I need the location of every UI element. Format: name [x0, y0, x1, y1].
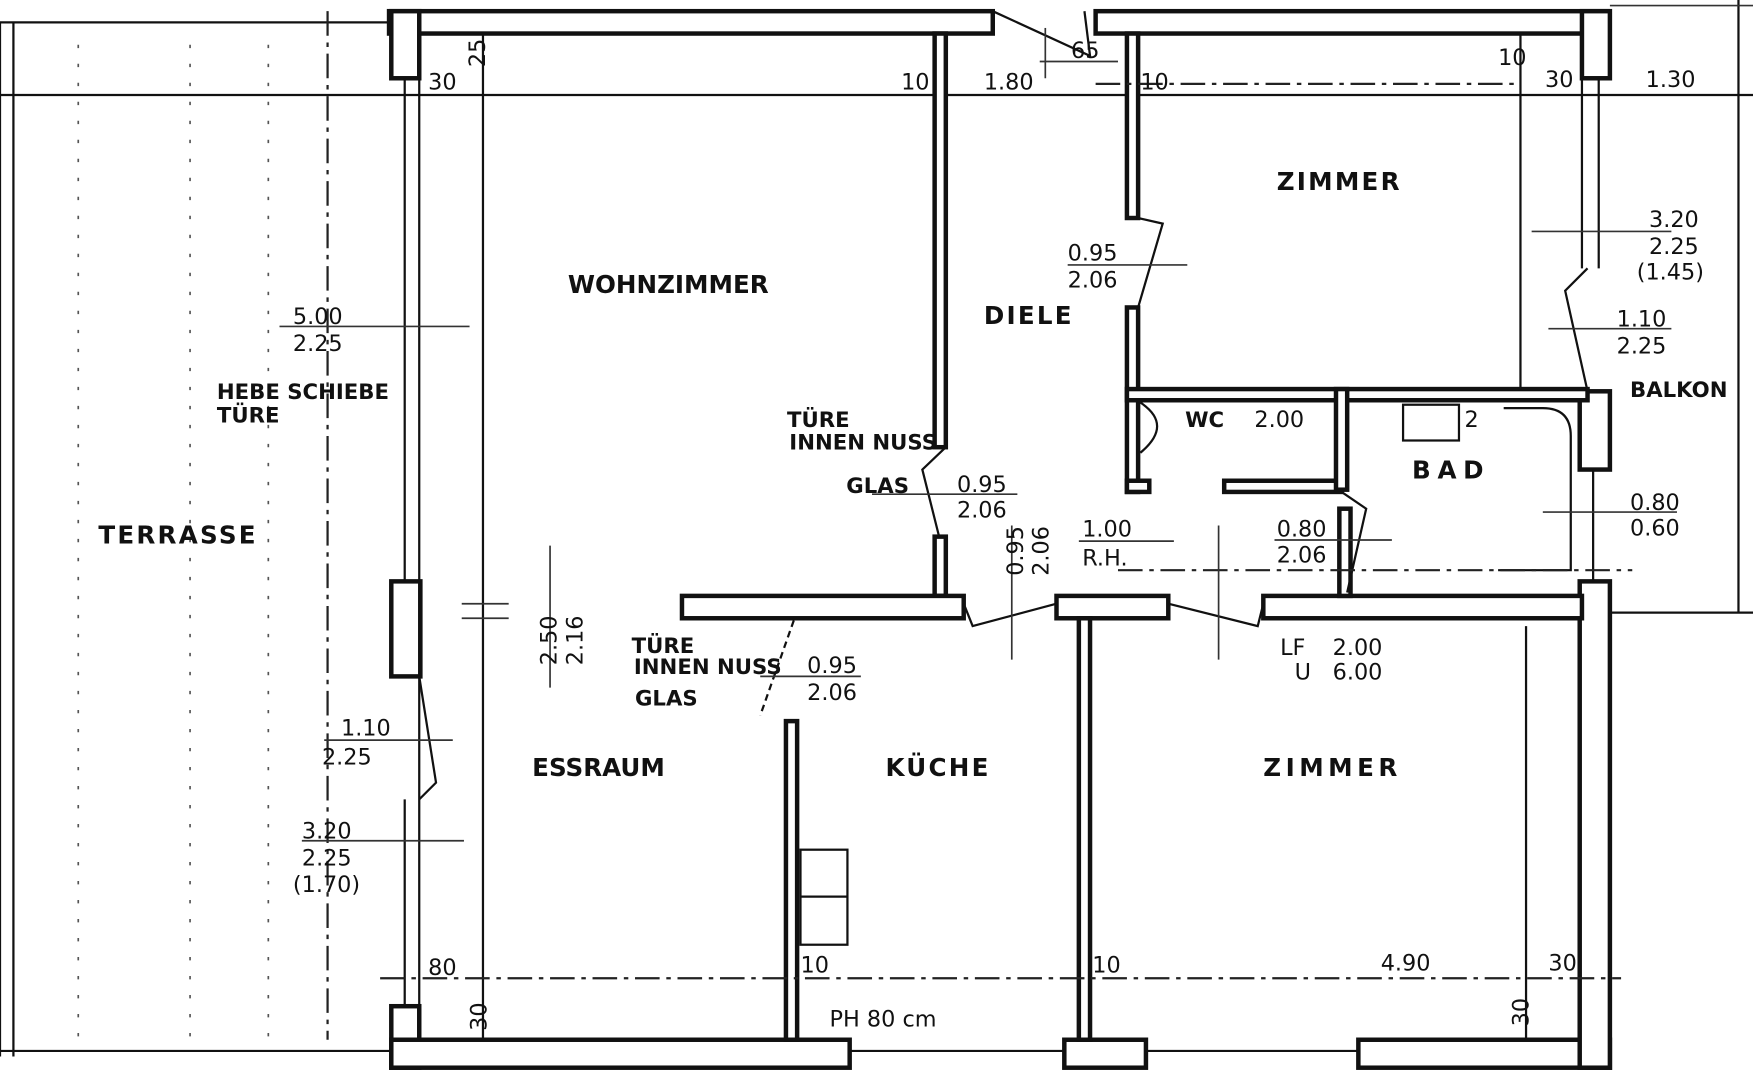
- dim: (1.70): [293, 872, 360, 898]
- dim: 1.10: [341, 716, 391, 742]
- dim: 5.00: [293, 304, 343, 330]
- dim: 30: [1548, 950, 1576, 976]
- dim: 80: [428, 955, 456, 981]
- dim: 30: [466, 1002, 492, 1030]
- note-innen-nuss-1: INNEN NUSS: [789, 430, 937, 455]
- dim: 2.25: [302, 845, 352, 871]
- dim: 2.06: [1068, 267, 1118, 293]
- note-glas-1: GLAS: [846, 474, 909, 499]
- dim: 2: [1465, 407, 1479, 433]
- dim: 2.06: [957, 498, 1007, 524]
- room-label-wohnzimmer: WOHNZIMMER: [568, 270, 769, 299]
- dim: 30: [428, 69, 456, 95]
- dimension-labels: 25 30 10 1.80 65 10 10 30 1.30 5.00 2.25…: [293, 38, 1704, 1031]
- dim: 25: [465, 39, 491, 67]
- dim: 2.50: [537, 615, 563, 665]
- note-hebe-schiebe: HEBE SCHIEBE: [217, 380, 389, 405]
- dim: 1.10: [1617, 306, 1667, 332]
- room-label-essraum: ESSRAUM: [532, 753, 665, 782]
- dim: 1.00: [1082, 517, 1132, 543]
- dim: 2.25: [1649, 234, 1699, 260]
- dim: 10: [901, 69, 929, 95]
- dim: 0.80: [1630, 490, 1680, 516]
- dim: 2.25: [322, 745, 372, 771]
- note-glas-2: GLAS: [635, 686, 698, 711]
- dim: 1.80: [984, 69, 1034, 95]
- dim: 2.00: [1333, 635, 1383, 661]
- note-u: U: [1295, 660, 1311, 686]
- terrace-boundary: [0, 0, 1753, 1057]
- dim: 30: [1545, 67, 1573, 93]
- dim: 30: [1508, 998, 1534, 1026]
- room-label-terrasse: TERRASSE: [98, 520, 257, 549]
- room-label-zimmer-top: ZIMMER: [1277, 167, 1402, 196]
- dim: 3.20: [1649, 207, 1699, 233]
- room-label-kueche: KÜCHE: [885, 752, 990, 782]
- dim: 4.90: [1381, 950, 1431, 976]
- note-hebe-tuere: TÜRE: [217, 403, 280, 429]
- dim: 6.00: [1333, 660, 1383, 686]
- dim: 0.95: [807, 653, 857, 679]
- dim: 3.20: [302, 819, 352, 845]
- exterior-walls: [386, 8, 1613, 1070]
- note-tuere-2: TÜRE: [632, 633, 695, 659]
- dim: 10: [1092, 953, 1120, 979]
- dim: 0.95: [1068, 240, 1118, 266]
- dim: 2.06: [1277, 542, 1327, 568]
- dim: 2.00: [1254, 407, 1304, 433]
- dim: 2.16: [562, 615, 588, 665]
- room-label-bad: BAD: [1412, 456, 1490, 485]
- note-innen-nuss-2: INNEN NUSS: [634, 655, 782, 680]
- dim: 2.25: [1617, 333, 1667, 359]
- dim: 0.80: [1277, 517, 1327, 543]
- dim: 2.25: [293, 331, 343, 357]
- dim: 1.30: [1646, 67, 1696, 93]
- room-label-balkon: BALKON: [1630, 378, 1727, 403]
- dim: 10: [1498, 45, 1526, 71]
- dim: 10: [800, 953, 828, 979]
- interior-walls: [380, 10, 1633, 1042]
- dim: 0.95: [1003, 526, 1029, 576]
- note-tuere-1: TÜRE: [787, 407, 850, 433]
- dim: 10: [1140, 69, 1168, 95]
- note-rh: R.H.: [1082, 546, 1127, 572]
- note-ph: PH 80 cm: [830, 1006, 937, 1032]
- dim: 2.06: [807, 680, 857, 706]
- room-label-wc: WC: [1185, 408, 1224, 433]
- dim: (1.45): [1637, 260, 1704, 286]
- dim: 0.95: [957, 472, 1007, 498]
- room-label-diele: DIELE: [984, 301, 1074, 330]
- dimension-lines: [279, 27, 1677, 842]
- dim: 65: [1071, 38, 1099, 64]
- dim: 2.06: [1029, 526, 1055, 576]
- room-label-zimmer-bottom: ZIMMER: [1263, 753, 1401, 782]
- note-lf: LF: [1280, 635, 1305, 661]
- dim: 0.60: [1630, 516, 1680, 542]
